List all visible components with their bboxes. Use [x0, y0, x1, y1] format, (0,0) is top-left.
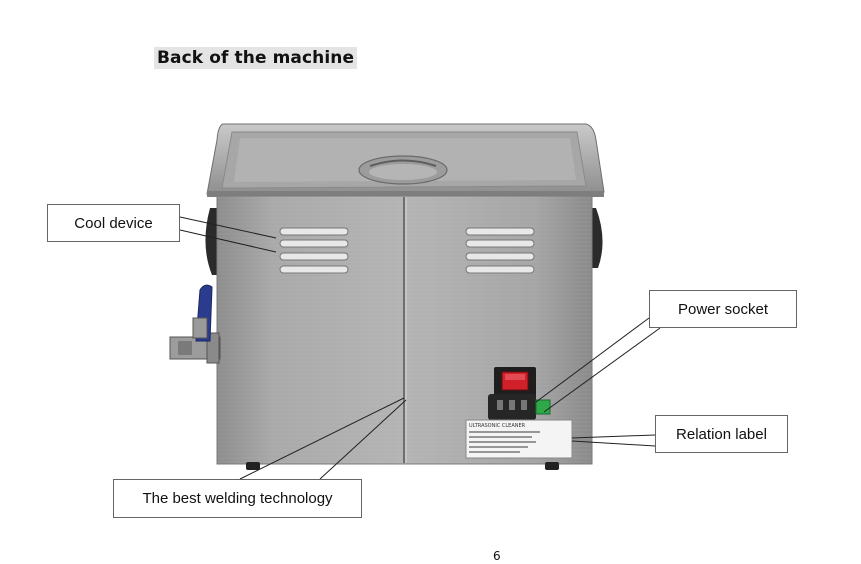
page-number: 6: [493, 549, 501, 563]
power-socket: [488, 367, 551, 420]
leader-power-socket: [535, 317, 661, 413]
callout-welding-technology: The best welding technology: [113, 479, 362, 518]
callout-cool-device: Cool device: [47, 204, 180, 242]
page-heading: Back of the machine: [154, 47, 358, 69]
foot-left: [246, 462, 260, 470]
left-vents: [279, 227, 349, 274]
label-plate-title: ULTRASONIC CLEANER: [469, 423, 526, 429]
leader-welding: [239, 397, 407, 480]
indicator-light: [535, 399, 551, 415]
foot-right: [545, 462, 559, 470]
left-handle: [205, 208, 218, 275]
callout-relation-label: Relation label: [655, 415, 788, 453]
right-vents: [465, 227, 535, 274]
drain-valve: [169, 284, 221, 364]
relation-label-plate: ULTRASONIC CLEANER: [465, 419, 573, 459]
leader-cool-device: [179, 216, 277, 253]
right-handle: [592, 208, 603, 268]
callout-power-socket: Power socket: [649, 290, 797, 328]
leader-relation-label: [571, 434, 656, 447]
